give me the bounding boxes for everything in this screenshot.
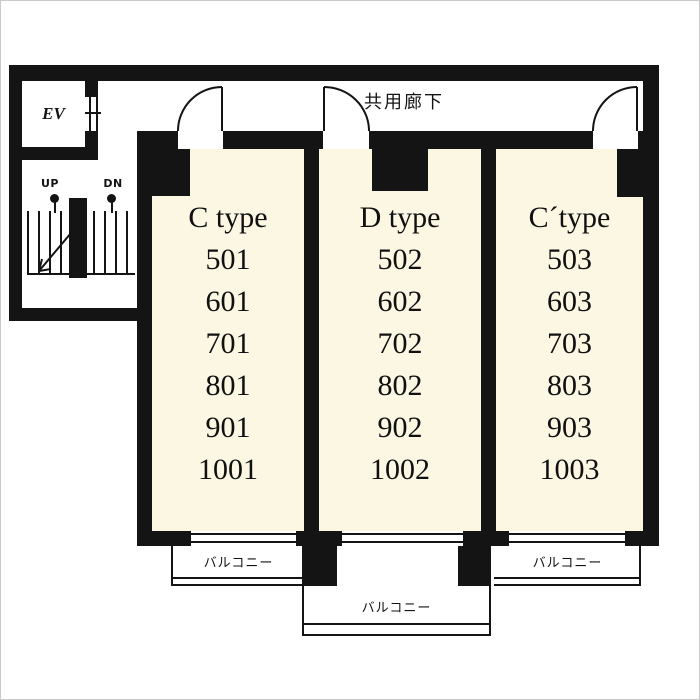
room-unit-c-prime bbox=[496, 149, 643, 531]
wall-top bbox=[9, 65, 659, 81]
rooms-top-wall-d bbox=[638, 131, 659, 149]
window-c-outer bbox=[191, 533, 296, 535]
bottom-wall-c bbox=[463, 531, 509, 546]
stair-direction-arrow bbox=[38, 232, 72, 272]
ev-wall-right-bottom bbox=[85, 131, 98, 147]
unit-d-text: D type 502 602 702 802 902 1002 bbox=[319, 197, 481, 491]
room-number: 1002 bbox=[370, 453, 430, 486]
stair-landing-line bbox=[27, 273, 135, 275]
balcony-stub-left bbox=[304, 546, 337, 586]
room-unit-c bbox=[152, 149, 304, 531]
room-number: 602 bbox=[377, 285, 423, 318]
window-c-prime-outer bbox=[509, 533, 625, 535]
wall-right bbox=[643, 81, 659, 546]
divider-d-c-prime bbox=[481, 131, 496, 546]
balcony-label-right: バルコニー bbox=[532, 556, 603, 571]
corridor-label: 共用廊下 bbox=[364, 92, 444, 113]
balcony-right-rail-inner bbox=[494, 577, 641, 579]
room-number: 902 bbox=[377, 411, 423, 444]
balcony-center-rail-inner bbox=[302, 623, 491, 625]
bottom-wall-a bbox=[137, 531, 191, 546]
room-number: 803 bbox=[547, 369, 592, 402]
door-arc-unit-c bbox=[177, 86, 223, 132]
room-number: 901 bbox=[205, 411, 251, 444]
ev-wall-right-top bbox=[85, 81, 98, 97]
room-number: 802 bbox=[377, 369, 423, 402]
stair-center-bar bbox=[69, 198, 87, 278]
unit-d-type-label: D type bbox=[359, 201, 441, 234]
door-arc-unit-d bbox=[323, 86, 370, 132]
main-wall-left bbox=[137, 131, 152, 546]
balcony-left-rail-side bbox=[171, 546, 173, 586]
window-c-prime-inner bbox=[509, 541, 625, 543]
ev-door-line-2 bbox=[96, 96, 98, 132]
stairs-up-stem bbox=[54, 200, 56, 213]
balcony-center-rail-outer bbox=[302, 634, 491, 636]
balcony-left-rail-outer bbox=[171, 584, 306, 586]
shaft-unit-c bbox=[152, 149, 190, 196]
window-d-outer bbox=[342, 533, 463, 535]
room-number: 801 bbox=[205, 369, 251, 402]
unit-c-text: C type 501 601 701 801 901 1001 bbox=[152, 197, 304, 491]
shaft-unit-c-prime bbox=[617, 149, 643, 197]
stair-wall-bottom bbox=[9, 308, 152, 321]
stairs-up-dot bbox=[50, 194, 59, 203]
room-number: 1003 bbox=[539, 453, 600, 486]
rooms-top-wall-a bbox=[152, 131, 178, 149]
stairs-dn-label: DN bbox=[103, 176, 123, 190]
balcony-left-rail-inner bbox=[171, 577, 306, 579]
room-number: 702 bbox=[377, 327, 423, 360]
room-number: 503 bbox=[547, 243, 592, 276]
stairs-up-label: UP bbox=[41, 176, 59, 190]
room-number: 603 bbox=[547, 285, 592, 318]
unit-c-prime-text: C´type 503 603 703 803 903 1003 bbox=[496, 197, 643, 491]
balcony-label-left: バルコニー bbox=[203, 556, 274, 571]
unit-c-type-label: C type bbox=[188, 201, 268, 234]
ev-door-line-1 bbox=[89, 96, 91, 132]
wall-left bbox=[9, 81, 22, 321]
balcony-stub-right bbox=[458, 546, 491, 586]
room-number: 501 bbox=[205, 243, 251, 276]
ev-door-tick bbox=[85, 112, 101, 114]
room-number: 502 bbox=[377, 243, 423, 276]
room-unit-d bbox=[319, 149, 481, 531]
rooms-top-wall-b bbox=[223, 131, 323, 149]
room-number: 1001 bbox=[198, 453, 258, 486]
elevator-label: EV bbox=[42, 104, 65, 123]
balcony-center-rail-right bbox=[489, 546, 491, 636]
ev-wall-bottom bbox=[9, 147, 98, 160]
shaft-unit-d bbox=[372, 149, 428, 191]
divider-c-d bbox=[304, 131, 319, 546]
door-arc-unit-c-prime bbox=[592, 86, 638, 132]
room-number: 903 bbox=[547, 411, 592, 444]
balcony-center-rail-left bbox=[302, 546, 304, 636]
stairs-dn-dot bbox=[107, 194, 116, 203]
window-c-inner bbox=[191, 541, 296, 543]
balcony-right-rail-side bbox=[639, 546, 641, 586]
room-number: 601 bbox=[205, 285, 251, 318]
room-number: 703 bbox=[547, 327, 592, 360]
window-d-inner bbox=[342, 541, 463, 543]
room-number: 701 bbox=[205, 327, 251, 360]
bottom-wall-b bbox=[296, 531, 342, 546]
bottom-wall-d bbox=[625, 531, 659, 546]
balcony-right-rail-outer bbox=[494, 584, 641, 586]
balcony-label-center: バルコニー bbox=[361, 601, 432, 616]
unit-c-prime-type-label: C´type bbox=[528, 201, 611, 234]
stairs-dn-stem bbox=[111, 200, 113, 213]
